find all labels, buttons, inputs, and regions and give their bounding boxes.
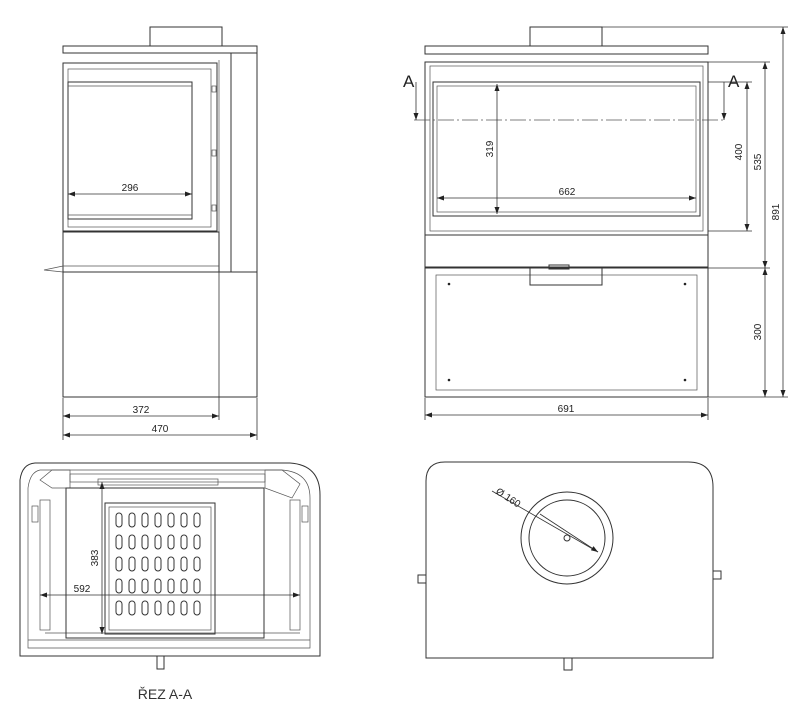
dim-door-height: 400 xyxy=(734,143,745,160)
section-marker-left: A xyxy=(403,72,415,91)
dim-stove-height: 535 xyxy=(753,153,764,170)
dim-section-width: 592 xyxy=(74,584,91,595)
section-caption: ŘEZ A-A xyxy=(138,686,193,702)
flue-outlet xyxy=(520,491,614,585)
section-marker-right: A xyxy=(728,72,740,91)
side-view: 296 372 470 xyxy=(43,26,258,440)
dim-base-height: 300 xyxy=(753,323,764,340)
front-view: A A 319 662 400 535 8 xyxy=(403,26,788,420)
dim-overall-width: 691 xyxy=(558,404,575,415)
top-view: Ø 160 xyxy=(417,461,722,671)
section-view: 383 592 ŘEZ A-A xyxy=(19,462,321,702)
dim-glass-width: 296 xyxy=(122,183,139,194)
dim-glass-height: 319 xyxy=(485,140,496,157)
dim-overall-depth: 470 xyxy=(152,424,169,435)
dim-overall-height: 891 xyxy=(771,203,782,220)
grate-slots xyxy=(115,512,201,616)
dim-flue-diameter: Ø 160 xyxy=(493,486,522,510)
dim-section-depth: 383 xyxy=(90,549,101,566)
dim-body-depth: 372 xyxy=(133,405,150,416)
dim-glass-width: 662 xyxy=(559,187,576,198)
